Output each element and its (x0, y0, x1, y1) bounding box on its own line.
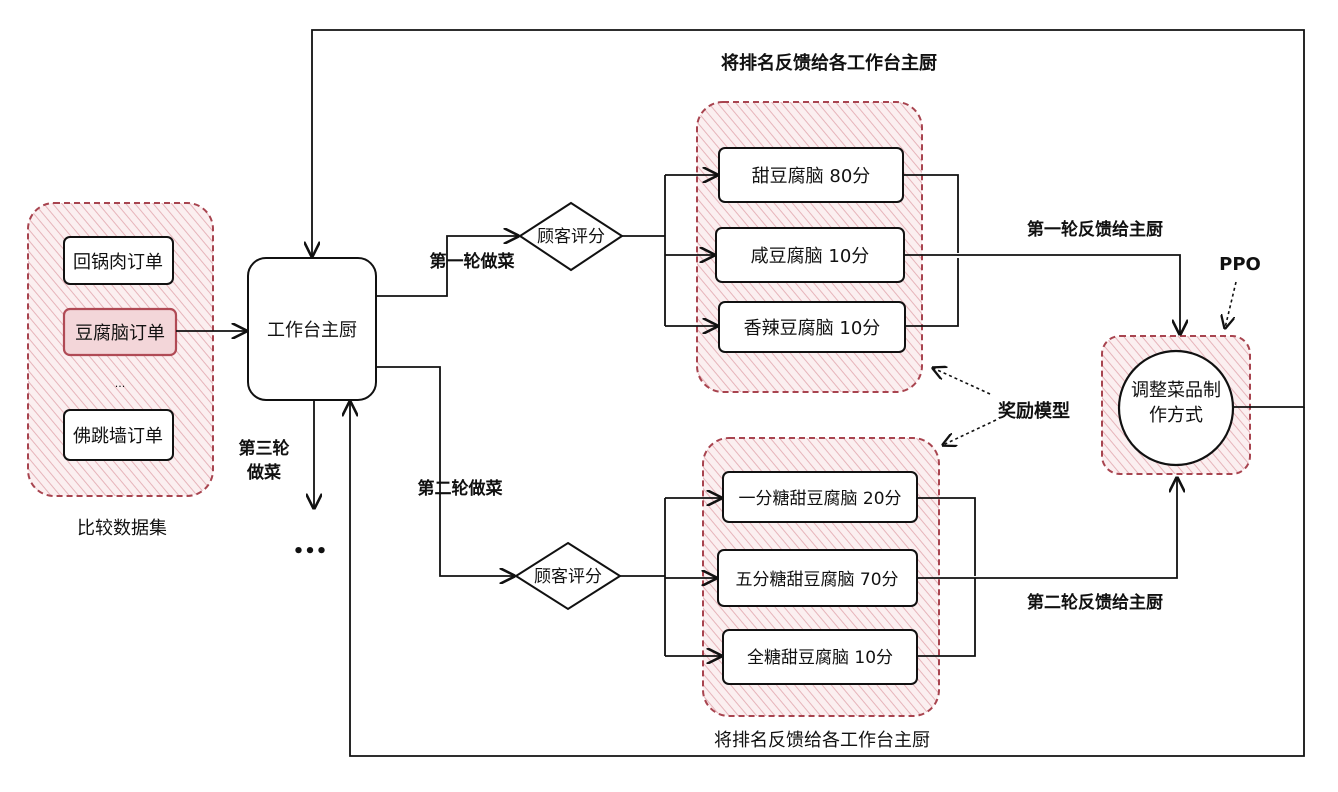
adjust-method-node: 调整菜品制 作方式 (1117, 349, 1235, 467)
svg-text:作方式: 作方式 (1149, 405, 1203, 426)
ppo-pointer (1225, 281, 1237, 328)
round1-cook-label: 第一轮做菜 (430, 251, 516, 272)
round2-cook-label: 第二轮做菜 (418, 478, 504, 499)
collect-round2 (917, 497, 976, 657)
arrow-chef-to-decision2 (376, 366, 514, 576)
decision-round1: 顾客评分 (518, 201, 624, 272)
result-salty-tofu: 咸豆腐脑 10分 (715, 227, 905, 283)
arrow-round1-to-adjust (904, 254, 1180, 334)
result-tofu-half-sugar: 五分糖甜豆腐脑 70分 (717, 549, 918, 607)
loop-top-feedback (312, 29, 1305, 408)
arrow-round2-to-adjust (917, 478, 1177, 579)
svg-text:回锅肉订单: 回锅肉订单 (73, 252, 163, 273)
svg-text:佛跳墙订单: 佛跳墙订单 (73, 426, 163, 447)
fan-decision1 (622, 175, 666, 326)
dotted-pointers (933, 281, 1237, 445)
result-tofu-full-sugar: 全糖甜豆腐脑 10分 (722, 629, 918, 685)
round1-feedback-label: 第一轮反馈给主厨 (1027, 219, 1163, 240)
result-spicy-tofu: 香辣豆腐脑 10分 (718, 301, 906, 353)
fan-decision2 (620, 498, 666, 656)
svg-text:调整菜品制: 调整菜品制 (1131, 380, 1221, 401)
svg-text:五分糖甜豆腐脑 70分: 五分糖甜豆腐脑 70分 (735, 570, 898, 590)
svg-text:香辣豆腐脑 10分: 香辣豆腐脑 10分 (744, 318, 881, 339)
collect-round1 (903, 174, 959, 327)
result-tofu-light-sugar: 一分糖甜豆腐脑 20分 (722, 471, 918, 523)
svg-text:顾客评分: 顾客评分 (534, 567, 602, 587)
dataset-item-doufunao: 豆腐脑订单 (62, 307, 178, 357)
svg-text:甜豆腐脑 80分: 甜豆腐脑 80分 (752, 166, 871, 187)
svg-text:顾客评分: 顾客评分 (537, 227, 605, 247)
result-sweet-tofu: 甜豆腐脑 80分 (718, 147, 904, 203)
svg-text:工作台主厨: 工作台主厨 (267, 320, 357, 341)
svg-text:全糖甜豆腐脑 10分: 全糖甜豆腐脑 10分 (747, 648, 893, 668)
dataset-ellipsis: ... (115, 377, 126, 390)
dataset-item-huiguorou: 回锅肉订单 (63, 236, 174, 285)
arrow-chef-to-decision1 (376, 236, 518, 297)
dataset-item-fotiaoqiang: 佛跳墙订单 (63, 409, 174, 461)
svg-text:豆腐脑订单: 豆腐脑订单 (75, 323, 165, 344)
chef-node: 工作台主厨 (247, 257, 377, 401)
reward-model-label: 奖励模型 (998, 400, 1070, 422)
bottom-feedback-label: 将排名反馈给各工作台主厨 (714, 730, 930, 751)
decision-round2: 顾客评分 (514, 541, 622, 611)
round2-feedback-label: 第二轮反馈给主厨 (1027, 592, 1163, 613)
connectors (176, 29, 1305, 757)
top-feedback-label: 将排名反馈给各工作台主厨 (721, 52, 937, 74)
reward-pointer-upper (933, 368, 991, 395)
round3-cook-label-1: 第三轮 (239, 438, 290, 459)
round3-cook-label-2: 做菜 (246, 462, 282, 483)
reward-pointer-lower (943, 419, 997, 445)
dataset-caption: 比较数据集 (77, 518, 167, 539)
loop-bottom-feedback (350, 402, 1305, 757)
ppo-label: PPO (1219, 254, 1261, 275)
svg-text:咸豆腐脑 10分: 咸豆腐脑 10分 (751, 246, 870, 267)
round3-ellipsis: ••• (293, 541, 328, 562)
svg-text:一分糖甜豆腐脑 20分: 一分糖甜豆腐脑 20分 (738, 489, 901, 509)
